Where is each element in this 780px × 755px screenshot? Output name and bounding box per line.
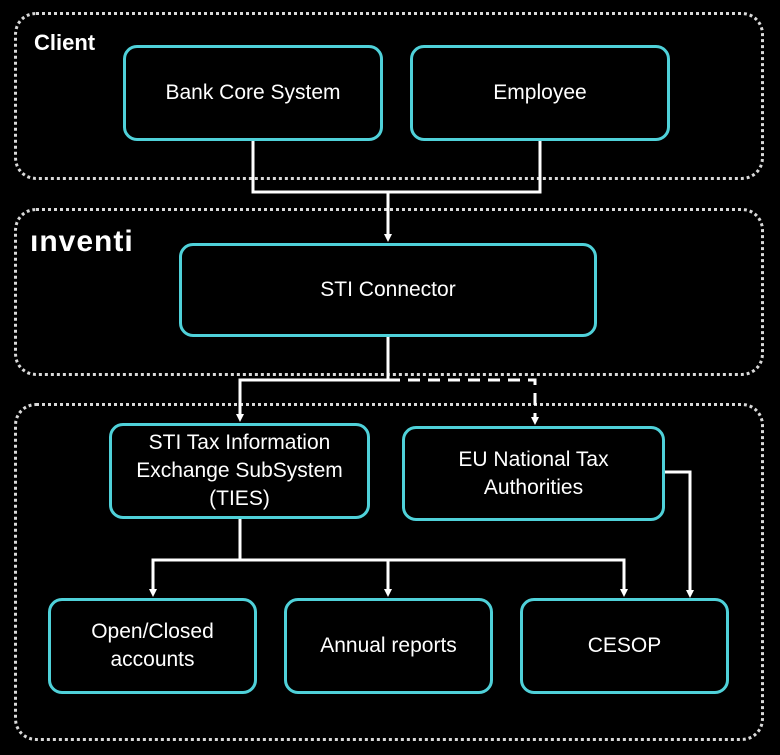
cesop-node: CESOP: [520, 598, 729, 694]
employee-to-connector-line: [384, 140, 542, 242]
open-closed-accounts-node: Open/Closed accounts: [48, 598, 257, 694]
ties-node: STI Tax Information Exchange SubSystem (…: [109, 423, 370, 519]
eu-national-tax-node: EU National Tax Authorities: [402, 426, 665, 521]
ties-to-cesop-line: [388, 558, 628, 597]
ties-to-annual-line: [240, 558, 392, 597]
sti-connector-node: STI Connector: [179, 243, 597, 337]
outputs-group: [14, 403, 764, 741]
client-group: [14, 12, 764, 180]
employee-node: Employee: [410, 45, 670, 141]
eu-to-cesop-line: [664, 470, 694, 598]
bank-to-connector-line: [251, 140, 388, 194]
connector-to-ties-line: [236, 336, 390, 422]
client-label: Client: [34, 30, 96, 55]
connector-to-eu-dashed-line: [388, 378, 539, 425]
inventi-logo: ınventi: [30, 225, 134, 258]
annual-reports-node: Annual reports: [284, 598, 493, 694]
ties-to-outputs-line: [149, 518, 242, 597]
bank-core-system-node: Bank Core System: [123, 45, 383, 141]
